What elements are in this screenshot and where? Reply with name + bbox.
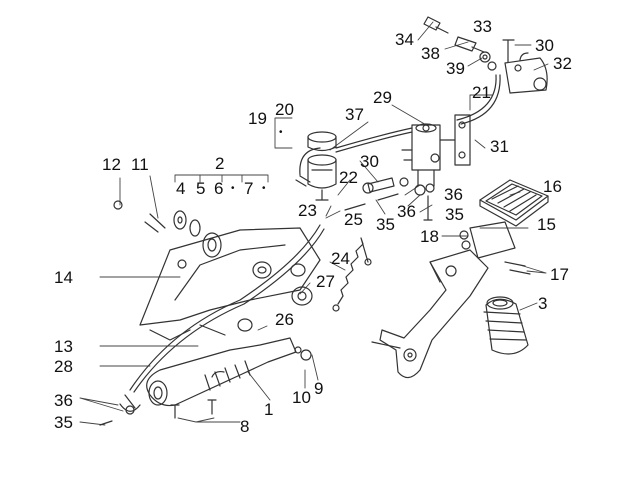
callout-24: 24 — [331, 249, 350, 268]
callout-36-right: 36 — [444, 185, 463, 204]
callout-14: 14 — [54, 268, 73, 287]
rear-brake-cylinder — [119, 224, 325, 415]
callout-8: 8 — [240, 417, 250, 436]
callout-13: 13 — [54, 337, 73, 356]
callout-23: 23 — [298, 201, 317, 220]
callout-20: 20 — [275, 100, 294, 119]
frame-bracket — [139, 227, 321, 341]
mounting-bolts — [99, 399, 217, 426]
callout-22: 22 — [339, 168, 358, 187]
callout-6: 6 — [214, 179, 224, 198]
callout-5: 5 — [196, 179, 206, 198]
return-spring — [332, 237, 372, 312]
callout-37: 37 — [345, 105, 364, 124]
callout-25: 25 — [344, 210, 363, 229]
group-dot-7: • — [262, 183, 266, 194]
brake-pedal — [371, 249, 489, 379]
callout-35-mid: 35 — [376, 215, 395, 234]
master-cylinder — [401, 114, 471, 187]
callout-38: 38 — [421, 44, 440, 63]
callout-15: 15 — [537, 215, 556, 234]
callout-21: 21 — [472, 83, 491, 102]
banjo-fittings — [423, 16, 497, 71]
callout-33: 33 — [473, 17, 492, 36]
brake-fluid-reservoir — [307, 131, 337, 201]
callout-27: 27 — [316, 272, 335, 291]
callout-7: 7 — [244, 179, 254, 198]
group-dot-19: • — [279, 127, 283, 138]
callout-26: 26 — [275, 310, 294, 329]
callout-39: 39 — [446, 59, 465, 78]
callout-3: 3 — [538, 294, 548, 313]
callout-11: 11 — [131, 155, 149, 174]
callout-12: 12 — [102, 155, 121, 174]
callout-17: 17 — [550, 265, 569, 284]
callout-19: 19 — [248, 109, 267, 128]
callout-34: 34 — [395, 30, 414, 49]
pedal-pad — [479, 179, 549, 227]
callout-30-mid: 30 — [360, 152, 379, 171]
callout-29: 29 — [373, 88, 392, 107]
callout-32: 32 — [553, 54, 572, 73]
callout-10: 10 — [292, 388, 311, 407]
cylinder-bolts — [295, 175, 435, 221]
brake-switch — [502, 39, 548, 94]
callout-4: 4 — [176, 179, 186, 198]
leader-lines — [79, 21, 549, 426]
callout-36-left: 36 — [54, 391, 73, 410]
callout-9: 9 — [314, 379, 324, 398]
callout-30-top: 30 — [535, 36, 554, 55]
callout-18: 18 — [420, 227, 439, 246]
callout-35-right: 35 — [445, 205, 464, 224]
callout-36-mid: 36 — [397, 202, 416, 221]
brake-hoses — [299, 74, 501, 176]
callout-35-left: 35 — [54, 413, 73, 432]
pivot-bushings — [113, 200, 222, 258]
callout-28: 28 — [54, 357, 73, 376]
pedal-bracket — [459, 221, 531, 275]
callout-31: 31 — [490, 137, 509, 156]
callout-1: 1 — [264, 400, 274, 419]
callout-2: 2 — [215, 154, 225, 173]
rubber-boot — [483, 296, 529, 355]
group-dot-6: • — [231, 183, 235, 194]
callout-16: 16 — [543, 177, 562, 196]
